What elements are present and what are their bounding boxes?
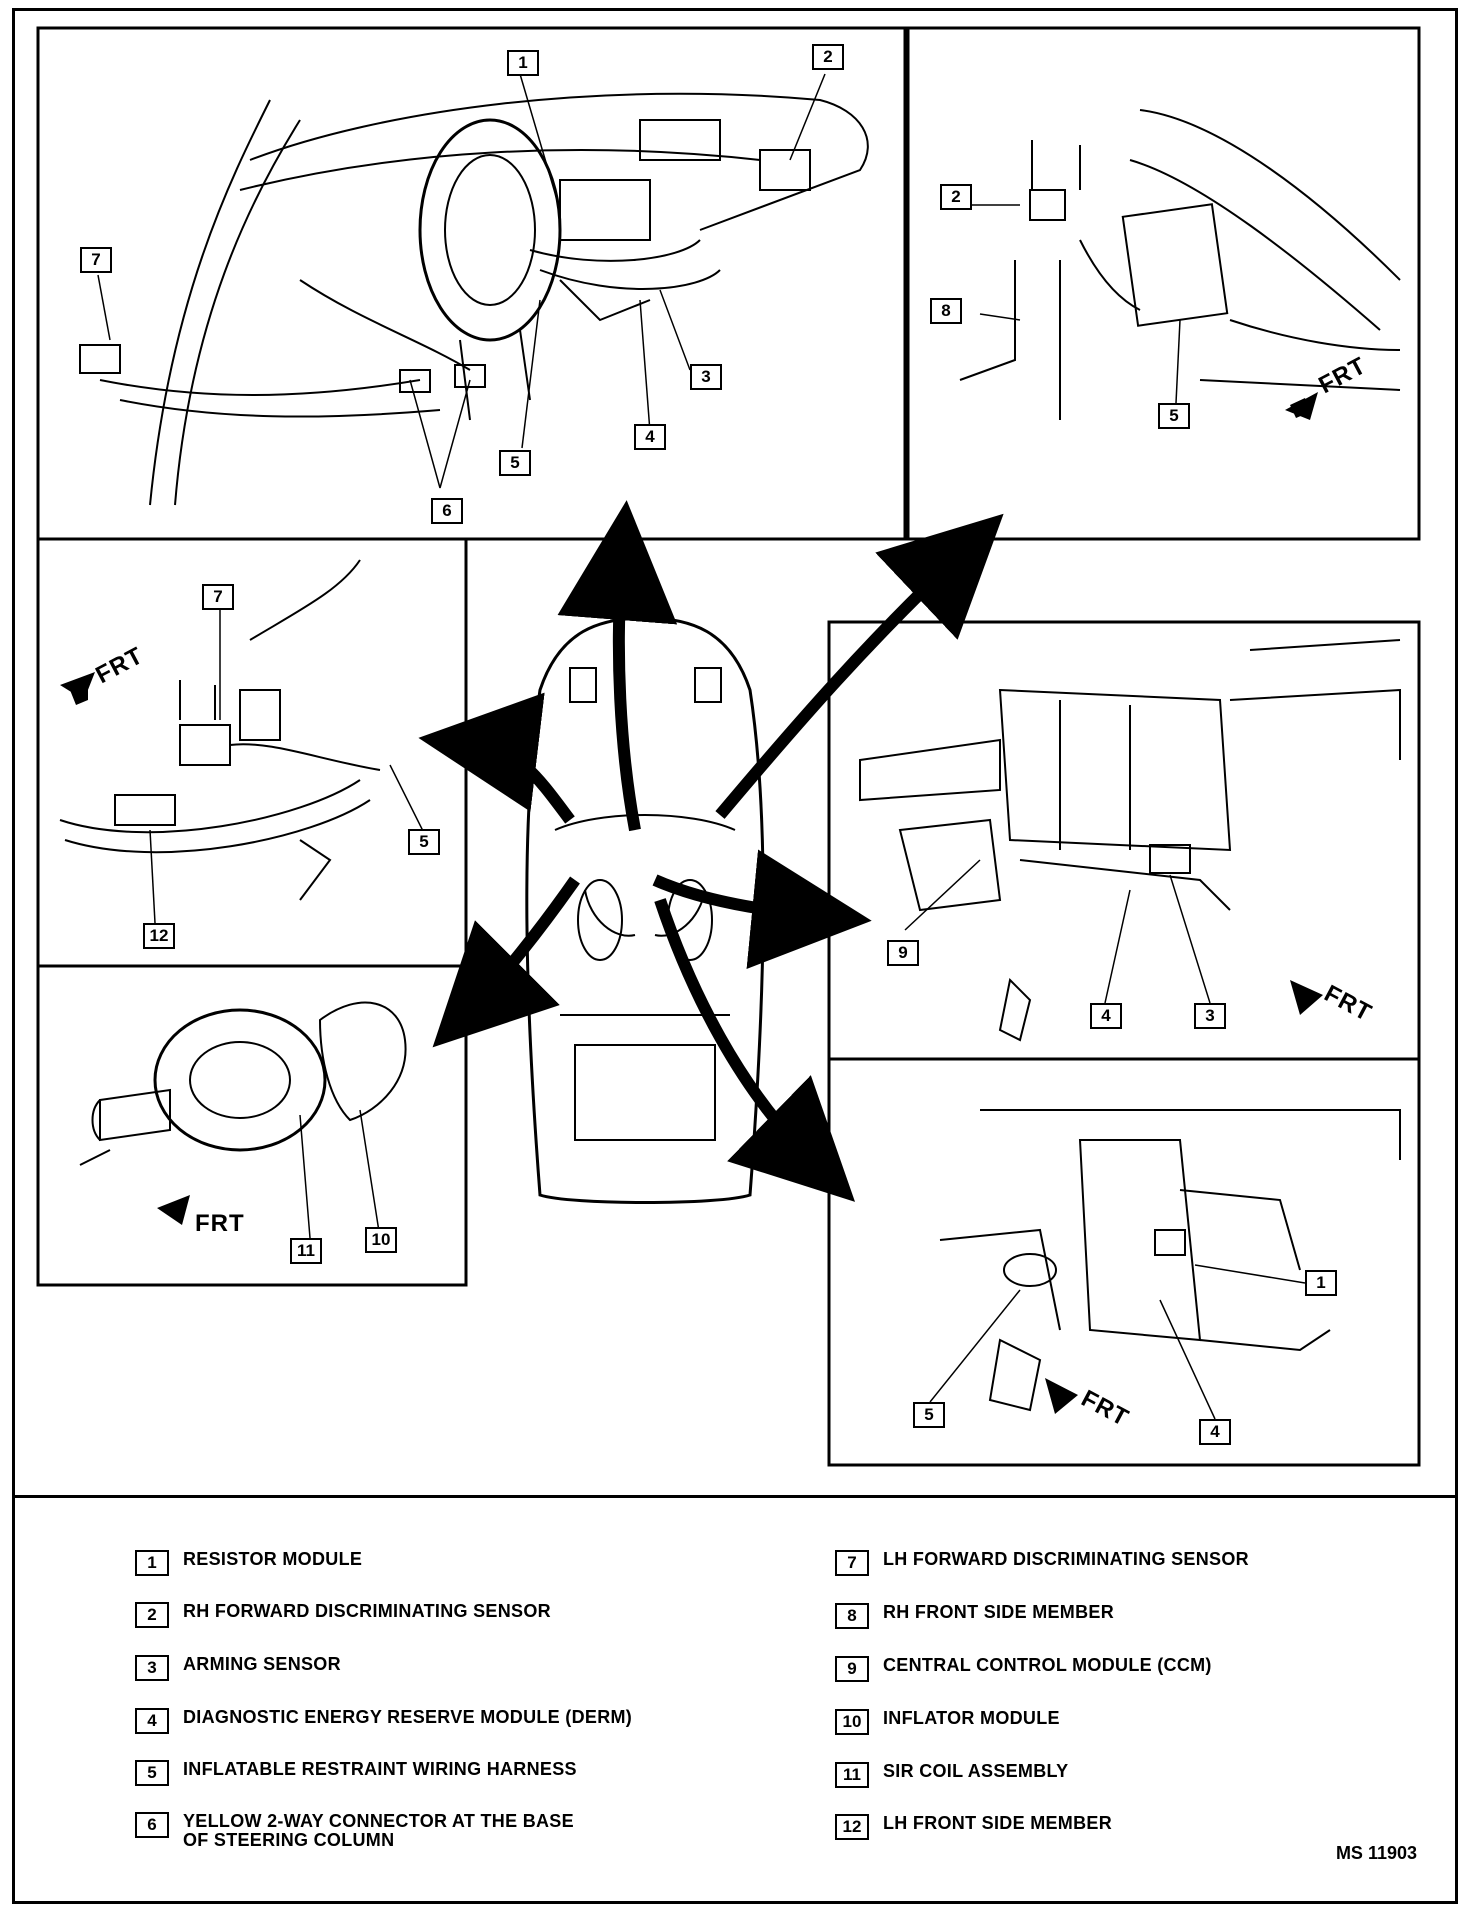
callout-yellow-connector: 6 [431, 498, 463, 524]
legend-number: 6 [135, 1812, 169, 1838]
legend-item: 4 DIAGNOSTIC ENERGY RESERVE MODULE (DERM… [135, 1708, 632, 1734]
legend-item: 3 ARMING SENSOR [135, 1655, 341, 1681]
legend-item: 6 YELLOW 2-WAY CONNECTOR AT THE BASE OF … [135, 1812, 574, 1850]
legend-item: 11 SIR COIL ASSEMBLY [835, 1762, 1068, 1788]
panel-steering-wheel [36, 964, 468, 1287]
callout-wiring-harness: 5 [499, 450, 531, 476]
callout-leaders [97, 73, 1306, 1420]
steering-wheel-illustration [79, 1001, 407, 1166]
ccm-illustration [859, 639, 1401, 1042]
callout-wiring-harness: 5 [1158, 403, 1190, 429]
dashboard-illustration [79, 92, 869, 506]
legend-item: 2 RH FORWARD DISCRIMINATING SENSOR [135, 1602, 551, 1628]
legend-item: 1 RESISTOR MODULE [135, 1550, 362, 1576]
legend-number: 7 [835, 1550, 869, 1576]
callout-lh-sensor: 7 [80, 247, 112, 273]
legend-number: 12 [835, 1814, 869, 1840]
legend-number: 4 [135, 1708, 169, 1734]
legend-label: CENTRAL CONTROL MODULE (CCM) [883, 1655, 1212, 1675]
callout-inflator-module: 10 [365, 1227, 397, 1253]
car-top-view [525, 616, 765, 1204]
frt-label: FRT [195, 1210, 245, 1237]
callout-resistor-module: 1 [507, 50, 539, 76]
legend-label: ARMING SENSOR [183, 1654, 341, 1674]
legend-item: 8 RH FRONT SIDE MEMBER [835, 1603, 1114, 1629]
legend-label: YELLOW 2-WAY CONNECTOR AT THE BASE OF ST… [183, 1811, 574, 1850]
resistor-illustration [939, 1109, 1401, 1412]
panel-rh-sensor [903, 26, 1421, 541]
legend-label: INFLATABLE RESTRAINT WIRING HARNESS [183, 1759, 577, 1779]
legend-number: 8 [835, 1603, 869, 1629]
callout-lh-sensor: 7 [202, 584, 234, 610]
legend-number: 3 [135, 1655, 169, 1681]
callout-wiring-harness: 5 [913, 1402, 945, 1428]
legend-label: INFLATOR MODULE [883, 1708, 1060, 1728]
rh-sensor-illustration [959, 109, 1401, 420]
legend-label: DIAGNOSTIC ENERGY RESERVE MODULE (DERM) [183, 1707, 633, 1727]
legend-item: 10 INFLATOR MODULE [835, 1709, 1060, 1735]
callout-wiring-harness: 5 [408, 829, 440, 855]
legend-number: 2 [135, 1602, 169, 1628]
callout-ccm: 9 [887, 940, 919, 966]
legend-label: RESISTOR MODULE [183, 1549, 363, 1569]
legend-label: RH FORWARD DISCRIMINATING SENSOR [183, 1601, 551, 1621]
legend-number: 10 [835, 1709, 869, 1735]
callout-arming-sensor: 3 [1194, 1003, 1226, 1029]
legend-number: 9 [835, 1656, 869, 1682]
legend: 1 RESISTOR MODULE 2 RH FORWARD DISCRIMIN… [15, 1495, 1455, 1904]
callout-rh-sensor: 2 [940, 184, 972, 210]
callout-derm: 4 [1199, 1419, 1231, 1445]
legend-item: 5 INFLATABLE RESTRAINT WIRING HARNESS [135, 1760, 577, 1786]
panel-dashboard [36, 26, 910, 541]
flow-arrows [418, 500, 1004, 1202]
callout-rh-front-side-member: 8 [930, 298, 962, 324]
frt-arrows [60, 392, 1323, 1414]
legend-label: LH FRONT SIDE MEMBER [883, 1813, 1112, 1833]
callout-lh-front-side-member: 12 [143, 923, 175, 949]
legend-number: 5 [135, 1760, 169, 1786]
legend-number: 11 [835, 1762, 869, 1788]
panel-resistor [827, 1057, 1421, 1467]
callout-arming-sensor: 3 [690, 364, 722, 390]
legend-number: 1 [135, 1550, 169, 1576]
callout-resistor-module: 1 [1305, 1270, 1337, 1296]
legend-label: SIR COIL ASSEMBLY [883, 1761, 1069, 1781]
legend-item: 12 LH FRONT SIDE MEMBER [835, 1814, 1112, 1840]
legend-label: RH FRONT SIDE MEMBER [883, 1602, 1114, 1622]
figure-id: MS 11903 [1335, 1843, 1417, 1863]
legend-item: 7 LH FORWARD DISCRIMINATING SENSOR [835, 1550, 1249, 1576]
legend-label: LH FORWARD DISCRIMINATING SENSOR [883, 1549, 1249, 1569]
callout-derm: 4 [1090, 1003, 1122, 1029]
callout-derm: 4 [634, 424, 666, 450]
lh-sensor-illustration [59, 559, 381, 901]
callout-sir-coil: 11 [290, 1238, 322, 1264]
panel-lh-sensor [36, 537, 468, 968]
callout-rh-sensor: 2 [812, 44, 844, 70]
page-frame [12, 8, 1458, 1904]
legend-item: 9 CENTRAL CONTROL MODULE (CCM) [835, 1656, 1212, 1682]
